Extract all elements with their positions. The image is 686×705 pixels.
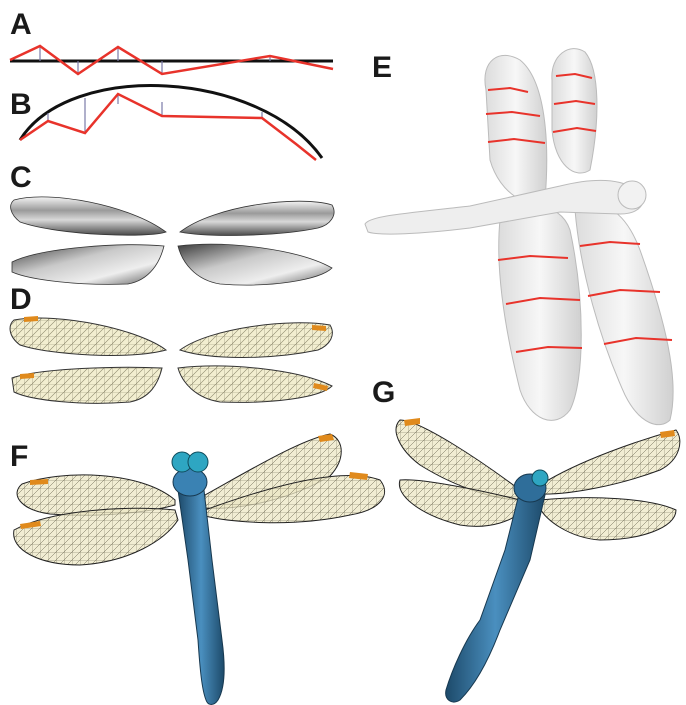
panel-d-venation-wings: [10, 316, 332, 403]
pterostigma: [24, 316, 38, 322]
panel-c-shaded-wings: [11, 197, 334, 285]
venation-wing-hind-right: [178, 366, 332, 402]
render-eye: [532, 470, 548, 486]
pterostigma: [20, 373, 34, 379]
model-wing-hind-right: [575, 204, 673, 424]
curve-b: [20, 86, 322, 158]
render-thorax: [173, 468, 207, 496]
render-eye-right: [188, 452, 208, 472]
model-wing-fore-right: [552, 49, 597, 173]
venation-wing-fore-right: [180, 323, 332, 358]
panel-g-dragonfly: [396, 418, 680, 702]
model-wing-hind-left: [499, 206, 582, 420]
model-wing-fore-left: [485, 55, 547, 203]
shaded-wing-fore-right: [180, 201, 334, 235]
render-wing-hind-right: [540, 498, 676, 540]
panel-f-dragonfly: [14, 434, 385, 705]
pterostigma: [30, 479, 48, 485]
panel-b-diagram: [20, 86, 322, 160]
panel-a-diagram: [10, 46, 333, 74]
shaded-wing-hind-right: [178, 244, 332, 285]
render-wing-fore-right: [540, 430, 680, 494]
render-wing-hind-left: [14, 508, 178, 565]
venation-wing-hind-left: [12, 367, 162, 403]
venation-wing-fore-left: [10, 318, 166, 355]
shaded-wing-fore-left: [11, 197, 166, 235]
panel-e-3d-model: [365, 49, 673, 425]
pterostigma: [312, 325, 326, 331]
model-head: [618, 181, 646, 209]
shaded-wing-hind-left: [12, 245, 164, 285]
